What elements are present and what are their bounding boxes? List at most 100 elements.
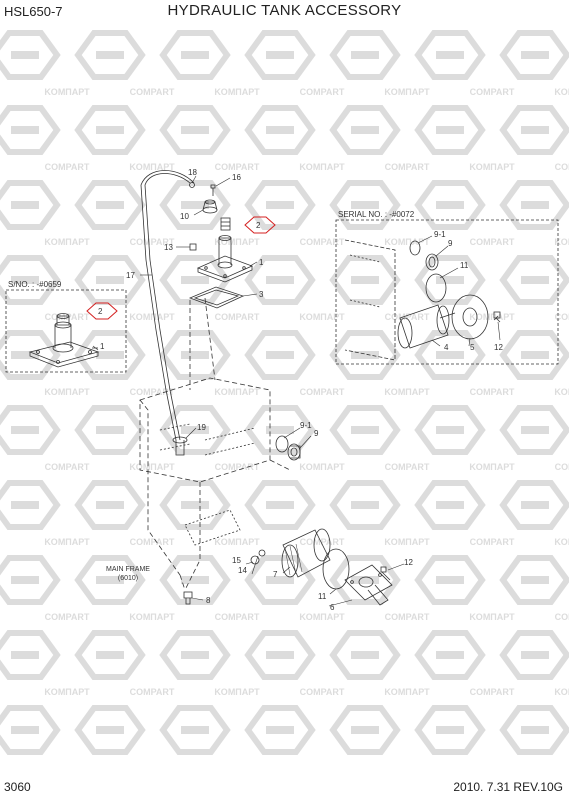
watermark-text: KOMПАРТ: [44, 87, 90, 97]
callout-9-1-lower: 9-1: [300, 421, 312, 430]
watermark-logo-icon: [329, 480, 401, 530]
page-number: 3060: [4, 780, 31, 794]
right-inset: SERIAL NO. : -#0072: [335, 210, 559, 365]
watermark-logo-icon: [244, 705, 316, 755]
watermark-logo-icon: [244, 30, 316, 80]
watermark-logo-icon: [244, 405, 316, 455]
watermark-text: KOMПАРТ: [129, 312, 175, 322]
watermark-text: COMPART: [45, 312, 90, 322]
watermark-logo-icon: [74, 330, 146, 380]
callout-7: 7: [273, 570, 278, 579]
watermark-logo-icon: [159, 255, 231, 305]
watermark-logo-icon: [74, 555, 146, 605]
callout-numbers: 18 16 10 13 1 3 17 2 2 1 19 9-1 9 15 14 …: [98, 168, 503, 612]
watermark-logo-icon: [159, 480, 231, 530]
watermark-logo-icon: [244, 255, 316, 305]
watermark-logo-icon: [159, 630, 231, 680]
watermark-text: COMPART: [555, 612, 569, 622]
highlight-markers: [86, 216, 276, 320]
watermark-logo-icon: [244, 105, 316, 155]
watermark-text: KOMПАРТ: [214, 387, 260, 397]
watermark-logo-icon: [414, 480, 486, 530]
callout-12-lower: 12: [404, 558, 413, 567]
callout-3: 3: [259, 290, 264, 299]
watermark-text: COMPART: [385, 462, 430, 472]
watermark-text: KOMПАРТ: [129, 612, 175, 622]
watermark-text: KOMПАРТ: [554, 87, 569, 97]
watermark-text: COMPART: [45, 162, 90, 172]
watermark-logo-icon: [499, 255, 569, 305]
watermark-logo-icon: [329, 405, 401, 455]
watermark-logo-icon: [159, 180, 231, 230]
watermark-logo-icon: [499, 630, 569, 680]
watermark-logo-icon: [414, 105, 486, 155]
watermark-logo-icon: [74, 705, 146, 755]
callout-8: 8: [206, 596, 211, 605]
watermark-logo-icon: [329, 30, 401, 80]
watermark-text: KOMПАРТ: [554, 687, 569, 697]
watermark-logo-icon: [329, 630, 401, 680]
watermark-logo-icon: [414, 705, 486, 755]
watermark-text: KOMПАРТ: [299, 612, 345, 622]
callout-15: 15: [232, 556, 241, 565]
watermark-text: COMPART: [130, 87, 175, 97]
watermark-logo-icon: [244, 480, 316, 530]
watermark-text: COMPART: [470, 237, 515, 247]
watermark-logo-icon: [159, 30, 231, 80]
watermark-text: COMPART: [130, 387, 175, 397]
watermark-text: KOMПАРТ: [299, 162, 345, 172]
watermark-logo-icon: [499, 405, 569, 455]
callout-14: 14: [238, 566, 247, 575]
watermark-logo-icon: [499, 480, 569, 530]
model-label: HSL650-7: [4, 4, 63, 19]
watermark-text: COMPART: [470, 87, 515, 97]
watermark-text: COMPART: [555, 312, 569, 322]
watermark-text: COMPART: [555, 462, 569, 472]
return-filter-assembly: [250, 528, 393, 606]
watermark-text: COMPART: [130, 237, 175, 247]
watermark-text: KOMПАРТ: [44, 387, 90, 397]
watermark-logo-icon: [414, 555, 486, 605]
watermark-logo-icon: [159, 405, 231, 455]
watermark-logo-icon: [0, 30, 61, 80]
watermark-text: KOMПАРТ: [129, 162, 175, 172]
watermark-logo-icon: [244, 180, 316, 230]
left-inset: S/NO. : -#0659: [5, 280, 127, 373]
watermark-text: COMPART: [470, 687, 515, 697]
watermark-text: COMPART: [300, 537, 345, 547]
callout-2-left: 2: [98, 307, 103, 316]
left-inset-note: S/NO. : -#0659: [8, 280, 62, 289]
callout-2-top: 2: [256, 221, 261, 230]
watermark-logo-icon: [74, 30, 146, 80]
callout-19: 19: [197, 423, 206, 432]
watermark-text: KOMПАРТ: [44, 237, 90, 247]
watermark-text: KOMПАРТ: [44, 687, 90, 697]
drain-plug-assembly: [275, 435, 301, 461]
watermark-logo-icon: [244, 555, 316, 605]
watermark-logo-icon: [414, 180, 486, 230]
watermark-logo-icon: [499, 180, 569, 230]
callout-12-upper: 12: [494, 343, 503, 352]
watermark-text: KOMПАРТ: [299, 312, 345, 322]
callout-5: 5: [470, 343, 475, 352]
watermark-logo-icon: [499, 555, 569, 605]
watermark-text: KOMПАРТ: [554, 387, 569, 397]
top-cover-assembly: [188, 184, 254, 309]
watermark-logo-icon: [329, 255, 401, 305]
watermark-logo-icon: [414, 30, 486, 80]
callout-1-top: 1: [259, 258, 264, 267]
watermark-text: KOMПАРТ: [214, 87, 260, 97]
watermark-text: KOMПАРТ: [469, 612, 515, 622]
watermark-text: COMPART: [470, 537, 515, 547]
watermark-logo-icon: [329, 705, 401, 755]
callout-11-upper: 11: [460, 261, 469, 270]
callout-13: 13: [164, 243, 173, 252]
main-frame-ref: (6010): [118, 575, 138, 582]
watermark-logo-icon: [159, 705, 231, 755]
watermark-text: COMPART: [130, 687, 175, 697]
watermark-logo-icon: [0, 105, 61, 155]
watermark-logo-icon: [0, 405, 61, 455]
watermark-logo-icon: [0, 255, 61, 305]
